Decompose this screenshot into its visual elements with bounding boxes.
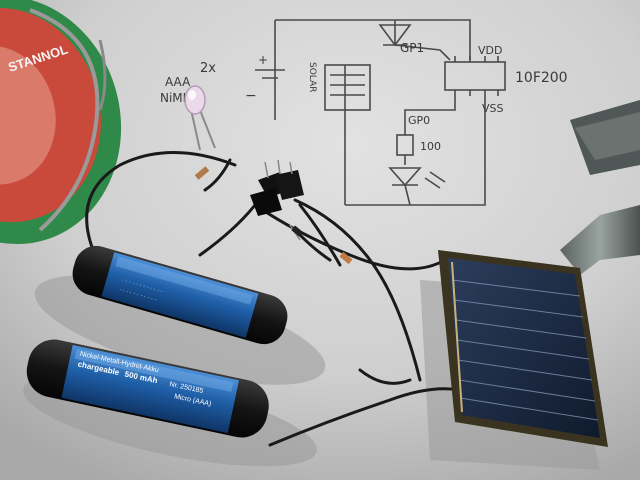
- label-battery-type-2: NiMH: [160, 91, 192, 105]
- solar-panel: [438, 250, 608, 447]
- label-battery-type-1: AAA: [165, 75, 191, 89]
- battery-2: Nickel-Metall-Hydrid-Akku chargeable 500…: [26, 339, 269, 438]
- label-plus: +: [258, 53, 268, 67]
- label-battery-count: 2x: [200, 61, 216, 76]
- led-component: [184, 85, 216, 180]
- label-vdd: VDD: [478, 44, 502, 57]
- label-resistor: 100: [420, 140, 441, 153]
- label-vss: VSS: [482, 102, 504, 115]
- label-gp0: GP0: [408, 114, 430, 127]
- wires: [85, 151, 462, 447]
- label-minus: −: [245, 88, 257, 104]
- transistor-cluster: [250, 159, 353, 265]
- label-solar: SOLAR: [307, 62, 317, 92]
- label-gp1: GP1: [400, 41, 424, 55]
- metal-bracket: [560, 100, 640, 275]
- label-chip: 10F200: [515, 70, 568, 86]
- battery-1: · · · · · · · · · · · · · · · · · · · · …: [72, 245, 288, 345]
- schematic-drawing: [255, 19, 506, 206]
- solder-spool: STANNOL: [0, 0, 122, 245]
